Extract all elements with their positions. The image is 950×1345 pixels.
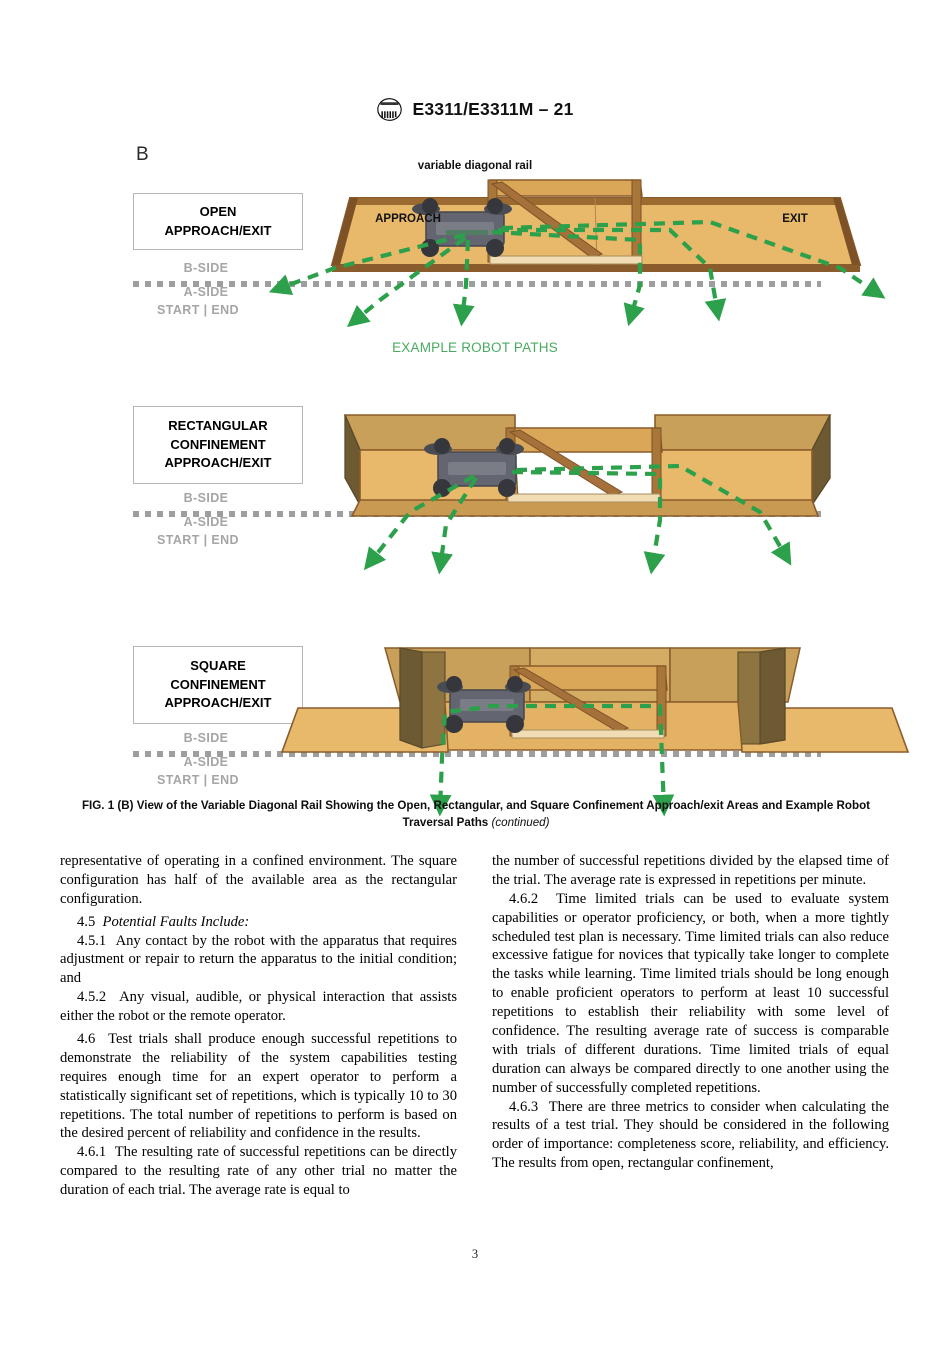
paragraph-4-6-1-continued: the number of successful repetitions div… — [492, 853, 889, 888]
variable-diagonal-rail-caption: variable diagonal rail — [417, 160, 533, 172]
start-end-dotted-line — [133, 751, 821, 757]
clause-number: 4.6.1 — [77, 1144, 107, 1161]
diagram-rectangular-confinement: RECTANGULAR CONFINEMENT APPROACH/EXIT B-… — [0, 400, 950, 605]
scene-rectangular — [240, 400, 950, 605]
clause-number: 4.6 — [77, 1031, 96, 1048]
a-side-label: A-SIDE — [183, 754, 229, 769]
body-columns: representative of operating in a confine… — [60, 852, 890, 1252]
robot-illustration — [437, 676, 531, 733]
clause-text: Potential Faults Include: — [102, 913, 250, 930]
astm-logo-icon: AS — [376, 96, 403, 123]
diagram-open: OPEN APPROACH/EXIT B-SIDE A-SIDE START |… — [0, 160, 950, 365]
start-end-label: START | END — [157, 303, 239, 317]
clause-number: 4.5.1 — [77, 932, 107, 949]
clause-text: The resulting rate of successful repetit… — [60, 1144, 458, 1199]
paragraph-4-6-3: 4.6.3 There are three metrics to conside… — [492, 1098, 889, 1174]
label-line: OPEN — [199, 204, 237, 220]
label-line: RECTANGULAR — [168, 418, 268, 434]
side-labels-rectangular: B-SIDE A-SIDE START | END — [133, 492, 313, 547]
label-box-rectangular: RECTANGULAR CONFINEMENT APPROACH/EXIT — [133, 406, 303, 484]
figure-caption-main: FIG. 1 (B) View of the Variable Diagonal… — [81, 799, 871, 829]
label-line: CONFINEMENT — [170, 436, 266, 452]
paragraph-4-6: 4.6 Test trials shall produce enough suc… — [60, 1030, 457, 1143]
label-line: APPROACH/EXIT — [164, 695, 272, 711]
figure-1b: B OPEN APPROACH/EXIT B-SIDE A-SIDE START… — [0, 132, 950, 817]
paragraph-continuation: representative of operating in a confine… — [60, 853, 457, 907]
scene-open: APPROACH EXIT — [240, 160, 950, 365]
paragraph-4-5: 4.5 Potential Faults Include: — [60, 913, 457, 932]
clause-text: Test trials shall produce enough success… — [60, 1031, 457, 1142]
paragraph-4-6-2: 4.6.2 Time limited trials can be used to… — [492, 890, 889, 1098]
start-end-label: START | END — [157, 533, 239, 547]
label-line: APPROACH/EXIT — [164, 455, 272, 471]
robot-illustration — [412, 198, 512, 257]
label-line: APPROACH/EXIT — [164, 222, 272, 238]
paragraph-4-6-1: 4.6.1 The resulting rate of successful r… — [60, 1143, 457, 1200]
example-robot-paths-caption: EXAMPLE ROBOT PATHS — [392, 340, 558, 355]
approach-label: APPROACH — [375, 213, 441, 225]
clause-number: 4.5 — [77, 913, 96, 930]
page-number: 3 — [471, 1247, 479, 1261]
label-line: SQUARE — [190, 658, 246, 674]
robot-illustration — [424, 438, 524, 497]
clause-text: Time limited trials can be used to evalu… — [492, 890, 890, 1096]
standard-designation: E3311/E3311M – 21 — [412, 99, 574, 119]
right-column: the number of successful repetitions div… — [492, 852, 889, 1252]
scene-square — [240, 640, 950, 845]
b-side-label: B-SIDE — [183, 731, 229, 745]
robot-path-group — [268, 219, 886, 328]
diagram-square-confinement: SQUARE CONFINEMENT APPROACH/EXIT B-SIDE … — [0, 640, 950, 845]
label-line: CONFINEMENT — [170, 676, 266, 692]
start-end-label: START | END — [157, 773, 239, 787]
panel-letter-b: B — [136, 144, 149, 165]
start-end-dotted-line — [133, 281, 821, 287]
label-box-open: OPEN APPROACH/EXIT — [133, 193, 303, 250]
clause-text: There are three metrics to consider when… — [492, 1098, 890, 1172]
side-labels-square: B-SIDE A-SIDE START | END — [133, 732, 313, 787]
clause-number: 4.6.2 — [509, 890, 539, 907]
a-side-label: A-SIDE — [183, 514, 229, 529]
exit-label: EXIT — [782, 213, 808, 225]
figure-caption-continued: (continued) — [491, 815, 550, 829]
clause-number: 4.5.2 — [77, 989, 107, 1006]
clause-number: 4.6.3 — [509, 1098, 539, 1115]
figure-caption: FIG. 1 (B) View of the Variable Diagonal… — [70, 798, 882, 832]
robot-path-group — [429, 703, 675, 817]
paragraph-4-5-2: 4.5.2 Any visual, audible, or physical i… — [60, 988, 457, 1026]
left-column: representative of operating in a confine… — [60, 852, 457, 1252]
clause-text: Any visual, audible, or physical interac… — [60, 989, 457, 1025]
a-side-label: A-SIDE — [183, 284, 229, 299]
robot-path-group — [363, 463, 792, 575]
clause-text: Any contact by the robot with the appara… — [60, 932, 457, 987]
svg-text:AS: AS — [385, 105, 395, 112]
b-side-label: B-SIDE — [183, 261, 229, 275]
label-box-square: SQUARE CONFINEMENT APPROACH/EXIT — [133, 646, 303, 724]
page-header: AS E3311/E3311M – 21 — [0, 96, 950, 123]
b-side-label: B-SIDE — [183, 491, 229, 505]
side-labels-open: B-SIDE A-SIDE START | END — [133, 262, 313, 317]
paragraph-4-5-1: 4.5.1 Any contact by the robot with the … — [60, 932, 457, 989]
